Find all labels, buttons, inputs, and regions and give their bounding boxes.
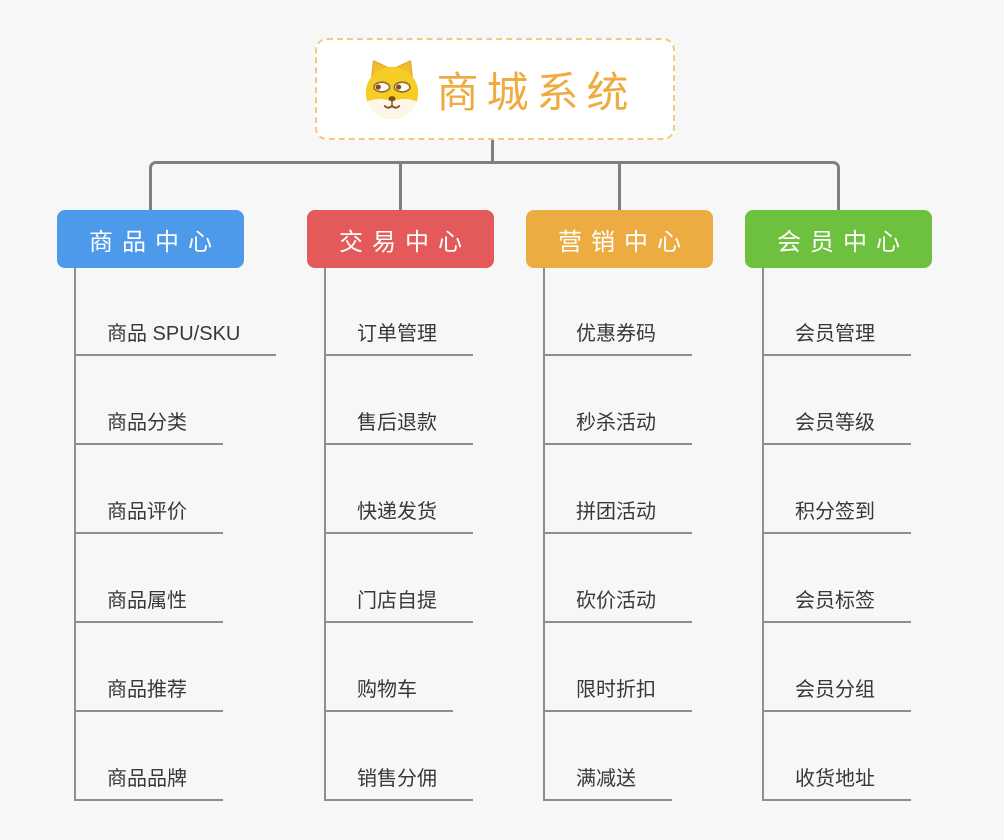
leaf-node[interactable]: 销售分佣: [324, 765, 473, 801]
leaf-node[interactable]: 售后退款: [324, 409, 473, 445]
branch-node[interactable]: 会员中心: [745, 210, 932, 268]
leaf-node[interactable]: 收货地址: [762, 765, 911, 801]
leaf-node[interactable]: 优惠券码: [543, 320, 692, 356]
branch-node[interactable]: 营销中心: [526, 210, 713, 268]
leaf-node[interactable]: 砍价活动: [543, 587, 692, 623]
branch-label: 营销中心: [558, 228, 690, 256]
root-stem-line: [491, 140, 494, 162]
connector-drop-line: [399, 161, 402, 210]
branch-spine-line: [74, 268, 76, 801]
connector-drop-line: [618, 161, 621, 210]
leaf-node[interactable]: 拼团活动: [543, 498, 692, 534]
leaf-node[interactable]: 会员管理: [762, 320, 911, 356]
leaf-node[interactable]: 商品评价: [74, 498, 223, 534]
branch-label: 商品中心: [89, 228, 221, 256]
branch-node[interactable]: 交易中心: [307, 210, 494, 268]
leaf-node[interactable]: 快递发货: [324, 498, 473, 534]
root-title: 商城系统: [436, 68, 637, 116]
leaf-node[interactable]: 商品属性: [74, 587, 223, 623]
leaf-node[interactable]: 订单管理: [324, 320, 473, 356]
branch-label: 会员中心: [777, 228, 909, 256]
leaf-node[interactable]: 商品 SPU/SKU: [74, 320, 277, 356]
leaf-node[interactable]: 满减送: [543, 765, 672, 801]
leaf-node[interactable]: 门店自提: [324, 587, 473, 623]
leaf-node[interactable]: 限时折扣: [543, 676, 692, 712]
root-node[interactable]: 商城系统: [315, 38, 675, 140]
leaf-node[interactable]: 购物车: [324, 676, 453, 712]
leaf-node[interactable]: 商品推荐: [74, 676, 223, 712]
leaf-node[interactable]: 会员标签: [762, 587, 911, 623]
leaf-node[interactable]: 会员分组: [762, 676, 911, 712]
leaf-node[interactable]: 商品品牌: [74, 765, 223, 801]
branch-label: 交易中心: [339, 228, 471, 256]
branch-spine-line: [762, 268, 764, 801]
leaf-node[interactable]: 商品分类: [74, 409, 223, 445]
leaf-node[interactable]: 积分签到: [762, 498, 911, 534]
leaf-node[interactable]: 会员等级: [762, 409, 911, 445]
branch-spine-line: [543, 268, 545, 801]
connector-rail: [149, 161, 840, 210]
branch-node[interactable]: 商品中心: [57, 210, 244, 268]
leaf-node[interactable]: 秒杀活动: [543, 409, 692, 445]
branch-spine-line: [324, 268, 326, 801]
shiba-dog-icon: [361, 58, 423, 120]
